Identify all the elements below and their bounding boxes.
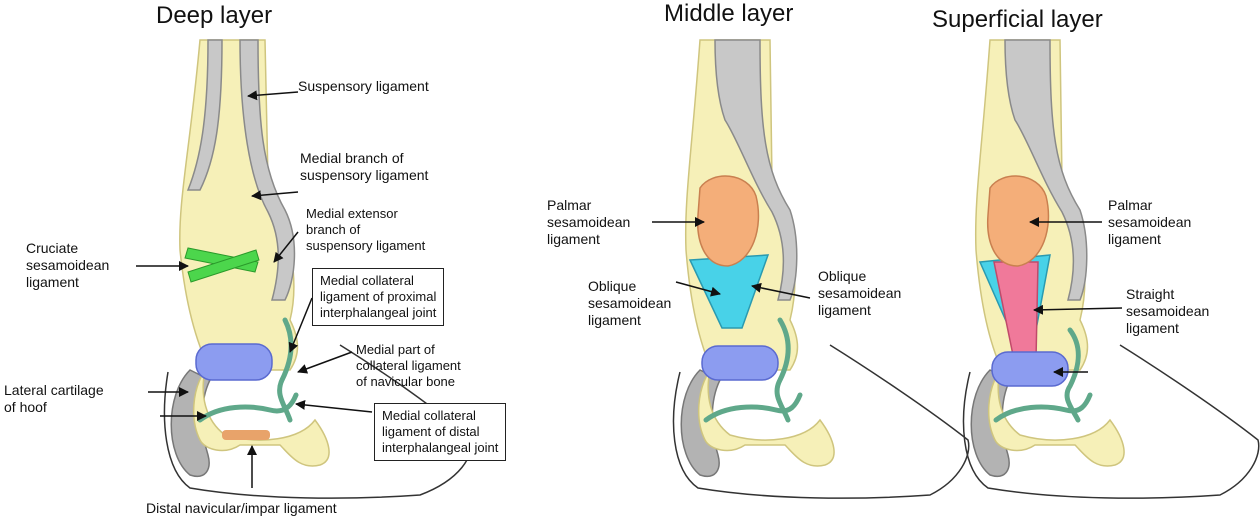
superficial-navicular-bone — [991, 351, 1069, 387]
label-medial-branch: Medial branch of suspensory ligament — [300, 150, 429, 183]
superficial-suspensory-tendon — [1004, 39, 1088, 301]
middle-layer-drawing — [652, 39, 970, 499]
deep-layer-title: Deep layer — [156, 2, 273, 29]
label-superficial-palmar-ligament: Palmar sesamoidean ligament — [1108, 197, 1192, 247]
middle-suspensory-tendon — [714, 39, 798, 301]
middle-layer-title: Middle layer — [664, 0, 794, 27]
label-cruciate-ligament: Cruciate sesamoidean ligament — [26, 240, 110, 290]
label-distal-navicular-impar: Distal navicular/impar ligament — [146, 500, 337, 516]
deep-suspensory-tendon — [239, 39, 296, 301]
label-medial-extensor-branch: Medial extensor branch of suspensory lig… — [306, 206, 426, 253]
deep-medial-branch — [186, 39, 223, 191]
label-medial-collateral-pip: Medial collateral ligament of proximal i… — [312, 268, 445, 326]
label-lateral-cartilage: Lateral cartilage of hoof — [4, 382, 104, 415]
middle-distal-bones — [697, 369, 835, 467]
label-medial-collateral-dip: Medial collateral ligament of distal int… — [374, 403, 507, 461]
label-superficial-straight-ligament: Straight sesamoidean ligament — [1126, 286, 1210, 336]
superficial-layer-drawing — [962, 39, 1260, 499]
label-medial-part-navicular: Medial part of collateral ligament of na… — [356, 342, 461, 389]
middle-palmar-ligament — [696, 175, 760, 267]
deep-impar-ligament — [222, 430, 270, 440]
deep-navicular-bone — [195, 343, 273, 381]
label-middle-oblique-right: Oblique sesamoidean ligament — [818, 268, 902, 318]
superficial-layer-title: Superficial layer — [932, 6, 1103, 33]
deep-layer-drawing — [136, 39, 472, 499]
superficial-palmar-ligament — [986, 175, 1050, 267]
superficial-distal-bones — [987, 369, 1125, 467]
label-middle-oblique-left: Oblique sesamoidean ligament — [588, 278, 672, 328]
middle-collateral-ligaments — [703, 317, 803, 423]
superficial-collateral-ligaments — [993, 327, 1093, 423]
deep-collateral-ligaments — [197, 317, 299, 423]
middle-hoof-outline — [672, 344, 970, 499]
middle-navicular-bone — [701, 345, 779, 381]
label-middle-palmar-ligament: Palmar sesamoidean ligament — [547, 197, 631, 247]
label-suspensory-ligament: Suspensory ligament — [298, 78, 429, 94]
deep-distal-bones — [192, 369, 330, 467]
deep-cruciate-ligament-2 — [187, 249, 260, 283]
superficial-hoof-outline — [962, 344, 1260, 499]
